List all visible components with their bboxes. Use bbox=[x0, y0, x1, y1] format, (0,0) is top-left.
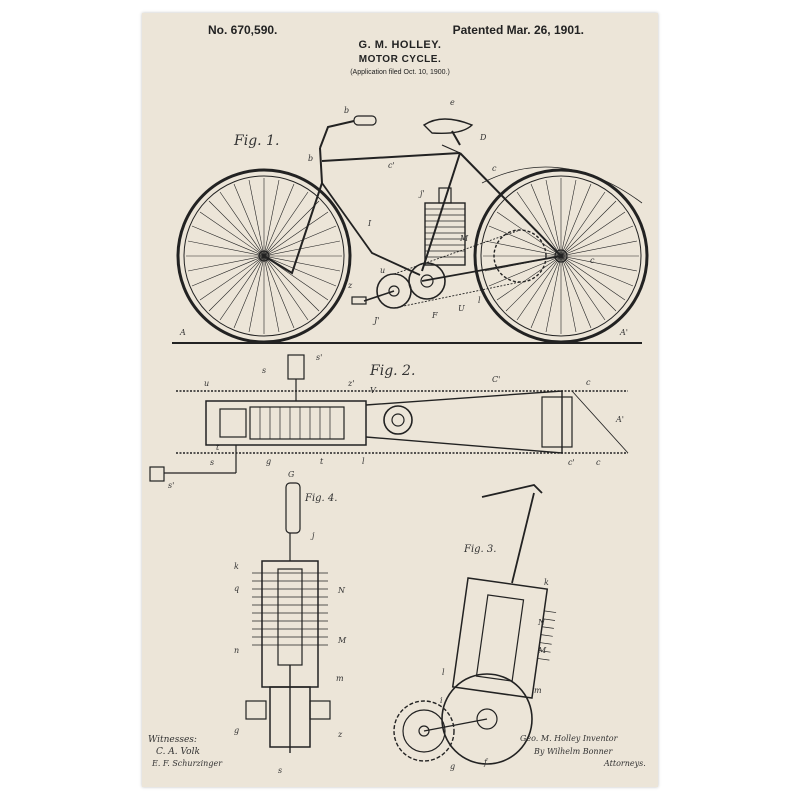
svg-text:G: G bbox=[288, 470, 295, 479]
svg-text:k: k bbox=[544, 578, 549, 587]
svg-text:A': A' bbox=[615, 415, 624, 424]
witnesses-heading: Witnesses: bbox=[148, 735, 197, 745]
witness-1: C. A. Volk bbox=[156, 747, 200, 757]
svg-text:g: g bbox=[266, 457, 271, 466]
svg-text:s: s bbox=[278, 766, 282, 775]
svg-text:c': c' bbox=[568, 458, 575, 467]
patent-title: MOTOR CYCLE. bbox=[358, 54, 442, 65]
svg-text:c': c' bbox=[388, 161, 395, 170]
svg-text:c: c bbox=[586, 378, 591, 387]
svg-text:q: q bbox=[234, 584, 239, 593]
svg-text:j': j' bbox=[418, 189, 425, 198]
svg-text:i: i bbox=[440, 696, 443, 705]
fig1-caption: Fig. 1. bbox=[234, 133, 280, 149]
fig2-plan-drawing: u s s' z' V C' c A' t s g G t l c' c s' bbox=[149, 353, 629, 490]
fig3-caption: Fig. 3. bbox=[464, 544, 497, 555]
svg-text:m: m bbox=[336, 674, 344, 683]
svg-text:e: e bbox=[450, 98, 455, 107]
svg-text:A: A bbox=[179, 328, 186, 337]
attorneys-label: Attorneys. bbox=[604, 759, 646, 768]
svg-text:t: t bbox=[320, 457, 324, 466]
inventor-signature: Geo. M. Holley Inventor bbox=[520, 734, 618, 743]
attorney-signature: By Wilhelm Bonner bbox=[534, 747, 613, 756]
svg-text:M: M bbox=[537, 646, 547, 655]
svg-text:m: m bbox=[534, 686, 542, 695]
patent-sheet: No. 670,590. Patented Mar. 26, 1901. G. … bbox=[142, 13, 658, 787]
svg-text:D: D bbox=[479, 133, 487, 142]
svg-text:l: l bbox=[478, 296, 481, 305]
svg-text:c: c bbox=[590, 256, 595, 265]
patent-date: Patented Mar. 26, 1901. bbox=[452, 23, 584, 37]
svg-text:k: k bbox=[234, 562, 239, 571]
svg-text:s: s bbox=[210, 458, 214, 467]
witness-2: E. F. Schurzinger bbox=[152, 759, 223, 768]
fig4-engine-drawing: j k q N M n m g z s bbox=[234, 482, 347, 775]
svg-text:J': J' bbox=[372, 316, 379, 325]
svg-text:s': s' bbox=[316, 353, 322, 362]
fig4-caption: Fig. 4. bbox=[305, 493, 338, 504]
svg-text:u: u bbox=[380, 266, 385, 275]
svg-text:F: F bbox=[431, 311, 438, 320]
svg-text:c: c bbox=[596, 458, 601, 467]
svg-text:A': A' bbox=[619, 328, 628, 337]
svg-text:I: I bbox=[367, 219, 372, 228]
svg-text:f: f bbox=[483, 758, 489, 767]
fig3-engine-drawing: k N M l m i f g bbox=[393, 484, 557, 771]
svg-text:g: g bbox=[234, 726, 239, 735]
svg-text:c: c bbox=[492, 164, 497, 173]
svg-text:j: j bbox=[310, 531, 315, 540]
svg-text:M: M bbox=[337, 636, 347, 645]
svg-text:l: l bbox=[442, 668, 445, 677]
svg-text:N: N bbox=[537, 618, 546, 627]
svg-text:V: V bbox=[370, 386, 377, 395]
svg-text:U: U bbox=[458, 304, 465, 313]
svg-text:C': C' bbox=[492, 375, 500, 384]
svg-text:l: l bbox=[362, 457, 365, 466]
patent-drawings: b e D c c' b I j' M u z J' F U A A' c l bbox=[149, 98, 649, 775]
svg-text:s': s' bbox=[168, 481, 174, 490]
svg-text:b: b bbox=[308, 154, 313, 163]
svg-text:s: s bbox=[262, 366, 266, 375]
svg-text:u: u bbox=[204, 379, 209, 388]
patent-number: No. 670,590. bbox=[208, 23, 278, 37]
application-date: (Application filed Oct. 10, 1900.) bbox=[350, 69, 450, 76]
svg-text:b: b bbox=[344, 106, 349, 115]
fig1-motorcycle-drawing: b e D c c' b I j' M u z J' F U A A' c l bbox=[172, 98, 649, 344]
svg-text:N: N bbox=[337, 586, 346, 595]
svg-text:M: M bbox=[459, 234, 469, 243]
svg-text:t: t bbox=[216, 443, 220, 452]
svg-text:z: z bbox=[347, 281, 353, 290]
front-wheel bbox=[176, 168, 352, 344]
svg-text:n: n bbox=[234, 646, 239, 655]
svg-text:g: g bbox=[450, 762, 455, 771]
svg-text:z: z bbox=[337, 730, 343, 739]
fig2-caption: Fig. 2. bbox=[370, 363, 416, 379]
svg-text:z': z' bbox=[347, 379, 354, 388]
inventor-name: G. M. HOLLEY. bbox=[358, 39, 442, 51]
